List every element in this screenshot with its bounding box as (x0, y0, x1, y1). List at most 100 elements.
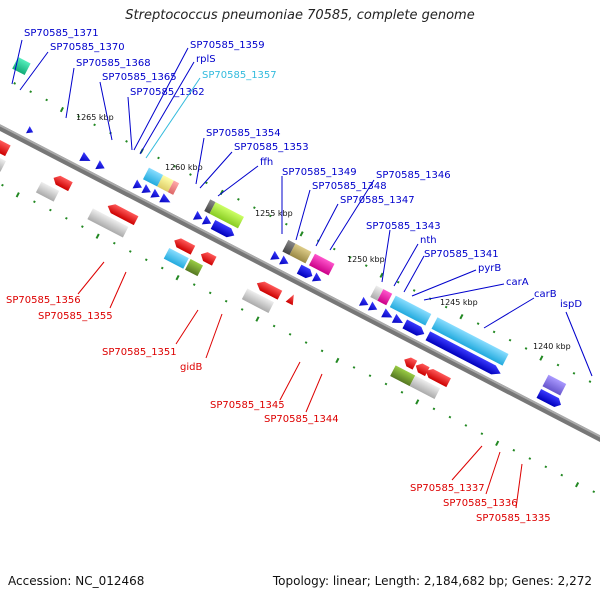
leader-line (315, 203, 339, 247)
kbp-label: 1265 kbp (76, 113, 114, 122)
kbp-label: 1255 kbp (255, 209, 293, 218)
strand-tick (95, 233, 100, 239)
strand-tick (175, 274, 180, 281)
gene-block (209, 202, 244, 229)
gene-arrow (425, 369, 451, 388)
gene-arrow (415, 363, 430, 377)
strand-tick (13, 82, 17, 85)
strand-tick (508, 338, 512, 342)
gene-block (142, 167, 164, 187)
strand-tick (332, 247, 336, 251)
leader-line (485, 451, 501, 495)
gene-arrow (200, 252, 217, 266)
gene-label: SP70585_1349 (282, 167, 357, 178)
strand-tick (544, 465, 548, 469)
accession-label: Accession: NC_012468 (8, 574, 145, 588)
gene-label: SP70585_1351 (102, 347, 177, 358)
strand-tick (15, 192, 20, 198)
forward-gene-labels: SP70585_1371 SP70585_1370 SP70585_1368 S… (11, 28, 593, 377)
strand-tick (304, 341, 308, 344)
gene-label: ispD (560, 299, 582, 310)
strand-tick (299, 231, 304, 237)
gene-label: SP70585_1362 (130, 87, 205, 98)
leader-line (565, 311, 593, 377)
strand-tick (364, 264, 368, 267)
gene-label: SP70585_1354 (206, 128, 281, 139)
leader-line (329, 179, 375, 251)
gene-block (389, 295, 432, 326)
gene-arrow (132, 179, 142, 189)
strand-tick (224, 299, 228, 303)
leader-line (65, 67, 75, 119)
gene-block (370, 285, 384, 301)
gene-label: SP70585_1370 (50, 42, 125, 53)
leader-line (451, 445, 483, 481)
strand-tick (412, 289, 416, 292)
gene-label: SP70585_1347 (340, 195, 415, 206)
gene-label: SP70585_1341 (424, 249, 499, 260)
strand-tick (189, 173, 192, 176)
leader-line (195, 137, 205, 185)
strand-tick (192, 283, 196, 286)
strand-tick (495, 440, 500, 446)
kbp-label: 1240 kbp (533, 342, 571, 351)
leader-line (145, 77, 201, 159)
gene-arrow (404, 357, 418, 370)
gene-label: carA (506, 277, 529, 288)
leader-line (109, 271, 127, 309)
strand-tick (352, 366, 356, 369)
gene-block (390, 365, 416, 387)
strand-tick (65, 216, 68, 220)
strand-tick (588, 380, 592, 383)
gene-arrow (95, 160, 105, 170)
gene-block (282, 239, 296, 256)
gene-arrow (201, 215, 212, 225)
leader-line (483, 297, 535, 329)
strand-tick (464, 424, 468, 427)
reverse-genes (0, 136, 451, 400)
gene-block (309, 253, 335, 276)
strand-tick (592, 490, 596, 494)
gene-label: gidB (180, 362, 202, 373)
gene-arrow (150, 188, 160, 198)
strand-tick (320, 349, 324, 353)
gene-arrow (159, 193, 171, 203)
leader-line (99, 81, 113, 141)
strand-tick (288, 332, 292, 336)
gene-arrow (141, 184, 151, 194)
gene-arrow (311, 272, 322, 282)
leader-line (199, 151, 233, 189)
gene-arrow (358, 296, 369, 306)
reverse-gene-labels: SP70585_1356 SP70585_1355 SP70585_1351 g… (6, 261, 551, 524)
gene-arrow (425, 331, 501, 375)
gene-block (87, 208, 129, 238)
gene-arrow (391, 313, 403, 323)
strand-tick (415, 399, 420, 405)
gene-arrow (536, 388, 562, 408)
strand-tick (1, 183, 4, 187)
gene-label: SP70585_1348 (312, 181, 387, 192)
gene-label: SP70585_1346 (376, 170, 451, 181)
gene-label: rplS (196, 54, 216, 65)
leader-line (403, 255, 425, 293)
genome-backbone (0, 53, 600, 520)
gene-label: SP70585_1345 (210, 400, 285, 411)
gene-arrow (79, 151, 91, 161)
strand-tick (272, 324, 276, 328)
strand-tick (575, 482, 580, 488)
leader-line (205, 313, 223, 359)
gene-arrow (367, 301, 378, 311)
gene-arrow (256, 281, 283, 300)
gene-label: SP70585_1337 (410, 483, 485, 494)
strand-tick (432, 407, 436, 411)
strand-tick (157, 156, 160, 160)
strand-tick (572, 371, 576, 375)
gene-block (542, 374, 567, 396)
gene-arrow (402, 319, 425, 336)
gene-arrow (174, 238, 196, 255)
strand-tick (379, 272, 384, 278)
gene-block (289, 243, 312, 264)
leader-line (77, 261, 105, 295)
gene-arrow (279, 255, 289, 265)
strand-tick (255, 316, 260, 322)
